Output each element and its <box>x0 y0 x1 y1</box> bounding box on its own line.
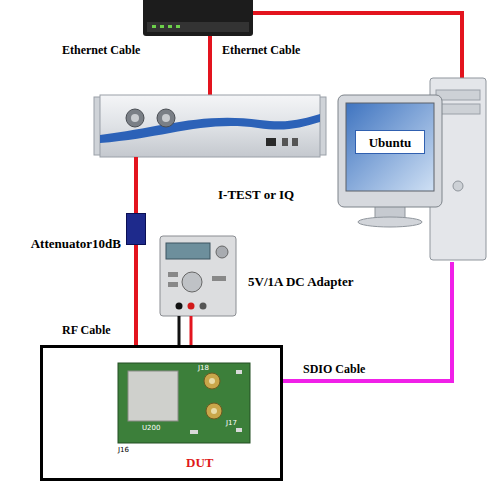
cable-label: Ethernet Cable <box>222 43 300 58</box>
connector <box>136 245 137 345</box>
power-supply-label: 5V/1A DC Adapter <box>248 274 353 289</box>
rf-wire <box>134 245 138 345</box>
tester-illustration <box>94 95 326 157</box>
power-wire <box>190 316 193 345</box>
network-switch <box>143 0 253 36</box>
computer-box: Ubuntu <box>338 78 488 262</box>
cable-label: SDIO Cable <box>303 362 365 377</box>
connector-ref: J17 <box>226 419 237 427</box>
ethernet-wire <box>208 36 212 95</box>
chip-ref: U200 <box>142 424 160 432</box>
rf-wire <box>134 157 138 213</box>
power-supply-illustration <box>160 236 236 316</box>
sdio-wire <box>283 262 452 381</box>
dut-label: DUT <box>186 455 213 470</box>
connector <box>283 262 452 381</box>
device-caption: I-TEST or IQ <box>218 187 294 202</box>
connector-ref: J18 <box>198 364 209 372</box>
pcb-illustration <box>118 363 250 443</box>
cable-label: RF Cable <box>62 323 111 338</box>
power-wire <box>178 316 181 345</box>
connector <box>136 157 137 213</box>
attenuator-label: Attenuator10dB <box>31 236 121 251</box>
connector-ref: J16 <box>118 446 129 454</box>
connector <box>179 316 191 345</box>
dut-box: DUT <box>40 345 283 481</box>
computer-illustration <box>338 78 486 260</box>
power-supply-box: 5V/1A DC Adapter <box>160 236 236 316</box>
attenuator-box: Attenuator10dB <box>126 213 146 245</box>
cable-label: Ethernet Cable <box>62 43 140 58</box>
tester-box: I-TEST or IQ <box>100 95 320 157</box>
screen-label: Ubuntu <box>355 130 425 154</box>
